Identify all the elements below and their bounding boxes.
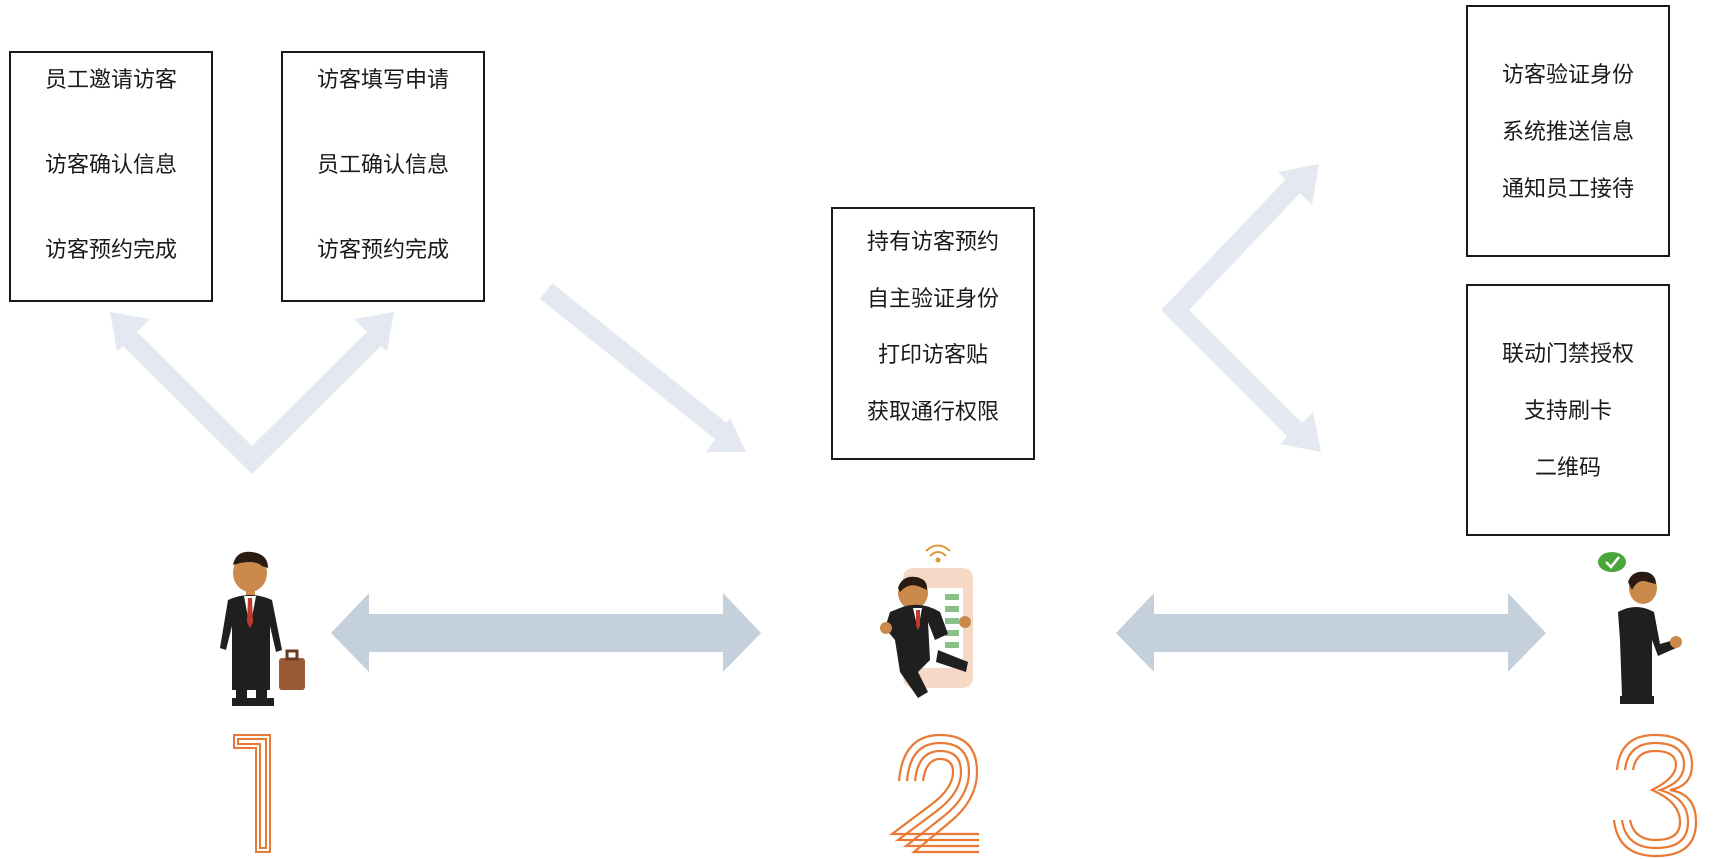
flow-box-verify-notify: 访客验证身份 系统推送信息 通知员工接待: [1466, 5, 1670, 257]
flow-box-self-service: 持有访客预约 自主验证身份 打印访客贴 获取通行权限: [831, 207, 1035, 460]
split-v-arrow: [117, 326, 387, 475]
flow-step-text: 持有访客预约: [866, 230, 999, 255]
flow-step-text: 访客确认信息: [44, 153, 177, 178]
flow-step-text: 打印访客贴: [877, 343, 988, 368]
flow-step-text: 支持刷卡: [1523, 399, 1612, 424]
flow-step-text: 获取通行权限: [866, 400, 999, 425]
double-arrow-1-2: [331, 593, 761, 672]
step-number-2: [888, 733, 979, 854]
flow-box-access-control: 联动门禁授权 支持刷卡 二维码: [1466, 284, 1670, 536]
step-number-3: [1612, 733, 1698, 858]
flow-box-employee-invite: 员工邀请访客 访客确认信息 访客预约完成: [9, 51, 213, 302]
businessman-icon: [220, 551, 305, 706]
split-lt-arrow: [1161, 175, 1305, 440]
diag-arrow-head: [706, 418, 746, 452]
flow-step-text: 系统推送信息: [1501, 120, 1634, 145]
flow-step-text: 员工确认信息: [316, 153, 449, 178]
step-number-1: [233, 734, 271, 853]
flow-step-text: 访客填写申请: [316, 68, 449, 93]
flow-step-text: 访客预约完成: [316, 238, 449, 263]
flow-step-text: 访客预约完成: [44, 238, 177, 263]
flow-step-text: 联动门禁授权: [1501, 342, 1634, 367]
running-man-phone-icon: [880, 544, 973, 698]
flow-step-text: 自主验证身份: [866, 287, 999, 312]
v-arrow-head-right: [354, 312, 394, 352]
greeting-man-icon: [1598, 552, 1682, 704]
v-arrow-head-left: [110, 312, 150, 352]
double-arrow-2-3: [1116, 593, 1546, 672]
flow-step-text: 二维码: [1534, 456, 1601, 481]
flow-step-text: 员工邀请访客: [44, 68, 177, 93]
flow-box-visitor-apply: 访客填写申请 员工确认信息 访客预约完成: [281, 51, 485, 302]
diag-arrow-to-step2: [539, 283, 729, 440]
lt-arrow-head-top: [1278, 164, 1319, 205]
flow-step-text: 访客验证身份: [1501, 63, 1634, 88]
flow-step-text: 通知员工接待: [1501, 177, 1634, 202]
lt-arrow-head-bottom: [1280, 412, 1321, 452]
